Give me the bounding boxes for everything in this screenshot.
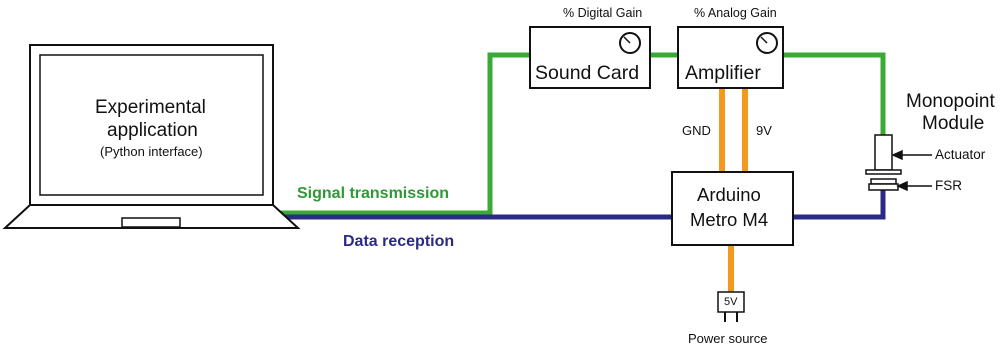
laptop-trackpad [121,217,181,228]
actuator-label: Actuator [935,147,986,162]
amplifier-box [677,26,784,89]
digital-gain-label: % Digital Gain [563,6,643,20]
data-wire [275,190,886,220]
laptop-screen [39,54,264,196]
monopoint-module-icon [865,134,902,191]
actuator-body [874,134,893,171]
sound-card-label: Sound Card [535,62,640,84]
laptop-base [2,204,301,229]
arduino-label-line1: Arduino [697,184,761,205]
laptop-title-line1: Experimental [95,97,206,118]
arduino-box [671,171,794,246]
nine-v-label: 9V [756,123,772,138]
laptop [2,44,301,229]
amplifier-label: Amplifier [685,62,761,84]
power-source-label: Power source [688,331,768,346]
power-wires [719,87,748,292]
signal-transmission-label: Signal transmission [297,185,450,202]
module-title-line2: Module [922,113,985,134]
data-reception-label: Data reception [343,233,455,250]
analog-gain-label: % Analog Gain [694,6,777,20]
signal-wire [275,52,886,216]
laptop-title-line2: application [107,120,198,141]
power-plug-label: 5V [724,296,738,308]
arduino-label-line2: Metro M4 [690,209,769,230]
module-title-line1: Monopoint [906,91,995,112]
sound-card-box [529,26,651,89]
power-plug-icon [717,291,745,322]
laptop-subtitle: (Python interface) [100,144,203,159]
actuator-plate [865,169,902,175]
fsr-base [868,183,899,191]
fsr-label: FSR [935,178,962,193]
gnd-label: GND [682,123,711,138]
pointer-arrows [891,149,932,192]
